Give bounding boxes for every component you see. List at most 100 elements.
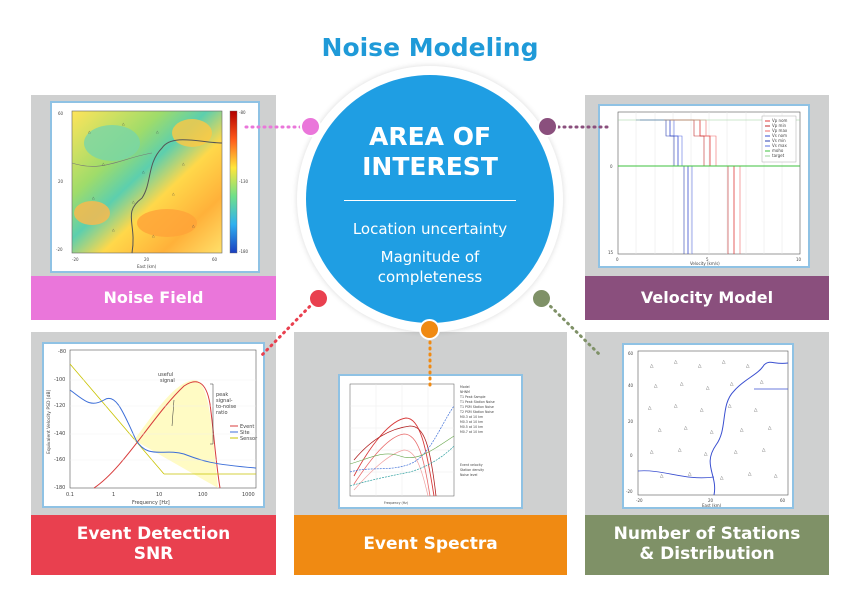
svg-text:Velocity (km/s): Velocity (km/s) <box>690 261 720 266</box>
svg-text:△: △ <box>122 122 125 126</box>
svg-text:T1 PSM Station Noise: T1 PSM Station Noise <box>459 405 494 409</box>
svg-text:△: △ <box>102 162 105 166</box>
stations-label: Number of Stations & Distribution <box>585 515 829 575</box>
svg-text:Model: Model <box>460 385 470 389</box>
svg-text:60: 60 <box>58 111 64 116</box>
svg-text:ratio: ratio <box>216 410 228 416</box>
hub-magnitude-completeness: Magnitude of completeness <box>377 248 483 286</box>
svg-text:0: 0 <box>616 257 619 262</box>
svg-text:-120: -120 <box>54 403 65 409</box>
svg-text:target: target <box>772 153 785 158</box>
svg-text:Vs nom: Vs nom <box>772 133 787 138</box>
event-snr-label: Event Detection SNR <box>31 515 276 575</box>
svg-text:10: 10 <box>796 257 802 262</box>
svg-text:△: △ <box>172 192 175 196</box>
svg-text:△: △ <box>754 408 758 413</box>
svg-text:-180: -180 <box>239 249 249 254</box>
svg-text:M0.3 at 10 km: M0.3 at 10 km <box>460 420 483 424</box>
svg-text:-80: -80 <box>239 110 246 115</box>
svg-text:△: △ <box>650 364 654 369</box>
svg-text:△: △ <box>182 162 185 166</box>
svg-text:△: △ <box>740 428 744 433</box>
svg-text:△: △ <box>722 360 726 365</box>
svg-text:△: △ <box>746 364 750 369</box>
svg-text:-80: -80 <box>58 349 66 355</box>
page-title: Noise Modeling <box>321 33 539 62</box>
noise-field-dot <box>300 116 321 137</box>
svg-text:△: △ <box>720 476 724 481</box>
event-spectra-dot <box>419 319 440 340</box>
svg-text:20: 20 <box>628 419 634 424</box>
svg-text:△: △ <box>706 386 710 391</box>
stations-dot <box>531 288 552 309</box>
svg-text:△: △ <box>734 450 738 455</box>
event-spectra-label: Event Spectra <box>294 515 567 575</box>
svg-text:0.1: 0.1 <box>66 492 74 498</box>
svg-text:△: △ <box>132 200 135 204</box>
svg-text:60: 60 <box>212 257 218 262</box>
svg-text:△: △ <box>660 474 664 479</box>
svg-text:20: 20 <box>144 257 150 262</box>
event-snr-dot <box>308 288 329 309</box>
svg-text:moho: moho <box>772 148 784 153</box>
svg-text:-20: -20 <box>56 247 63 252</box>
svg-text:0: 0 <box>630 453 633 458</box>
svg-text:Vp max: Vp max <box>772 128 788 133</box>
svg-text:△: △ <box>728 404 732 409</box>
svg-text:15: 15 <box>608 250 614 255</box>
svg-text:Vs min: Vs min <box>772 138 786 143</box>
svg-text:M0.7 at 10 km: M0.7 at 10 km <box>460 430 483 434</box>
svg-text:-180: -180 <box>54 485 65 491</box>
svg-text:5: 5 <box>706 257 709 262</box>
svg-text:△: △ <box>704 452 708 457</box>
svg-text:T2 PSM Station Noise: T2 PSM Station Noise <box>459 410 494 414</box>
area-of-interest-hub: AREA OF INTEREST Location uncertainty Ma… <box>306 75 554 323</box>
svg-text:Frequency (Hz): Frequency (Hz) <box>384 501 408 505</box>
svg-text:-130: -130 <box>239 179 249 184</box>
svg-text:10: 10 <box>156 492 162 498</box>
svg-text:△: △ <box>674 404 678 409</box>
svg-text:△: △ <box>156 130 159 134</box>
svg-text:Vp min: Vp min <box>772 123 787 128</box>
svg-text:signal-: signal- <box>216 398 233 404</box>
svg-text:M0.3 at 10 km: M0.3 at 10 km <box>460 415 483 419</box>
svg-text:0: 0 <box>610 164 613 169</box>
svg-text:△: △ <box>152 234 155 238</box>
svg-text:Equivalent Velocity PSD [dB]: Equivalent Velocity PSD [dB] <box>46 389 52 454</box>
svg-text:NHNM: NHNM <box>460 390 470 394</box>
svg-text:60: 60 <box>628 351 634 356</box>
hub-divider <box>344 200 516 201</box>
svg-text:△: △ <box>658 428 662 433</box>
svg-text:T1 Peak Station Noise: T1 Peak Station Noise <box>459 400 495 404</box>
svg-text:Site: Site <box>240 430 250 436</box>
svg-text:△: △ <box>698 364 702 369</box>
svg-text:△: △ <box>142 170 145 174</box>
svg-text:△: △ <box>650 450 654 455</box>
svg-text:20: 20 <box>708 498 714 503</box>
svg-text:-20: -20 <box>626 489 633 494</box>
svg-text:Vp nom: Vp nom <box>772 118 788 123</box>
svg-text:△: △ <box>730 382 734 387</box>
hub-title: AREA OF INTEREST <box>362 122 498 181</box>
svg-text:△: △ <box>760 380 764 385</box>
velocity-model-label: Velocity Model <box>585 276 829 320</box>
hub-location-uncertainty: Location uncertainty <box>352 220 508 238</box>
svg-text:60: 60 <box>780 498 786 503</box>
svg-text:-140: -140 <box>54 431 65 437</box>
svg-text:△: △ <box>192 224 195 228</box>
svg-text:-20: -20 <box>636 498 643 503</box>
svg-text:△: △ <box>88 130 91 134</box>
svg-text:T1 Peak Sample: T1 Peak Sample <box>459 395 486 399</box>
svg-text:△: △ <box>92 196 95 200</box>
svg-text:East (km): East (km) <box>137 264 157 269</box>
svg-text:Station density: Station density <box>460 468 484 472</box>
svg-text:△: △ <box>774 474 778 479</box>
svg-text:Sensor: Sensor <box>240 436 258 442</box>
